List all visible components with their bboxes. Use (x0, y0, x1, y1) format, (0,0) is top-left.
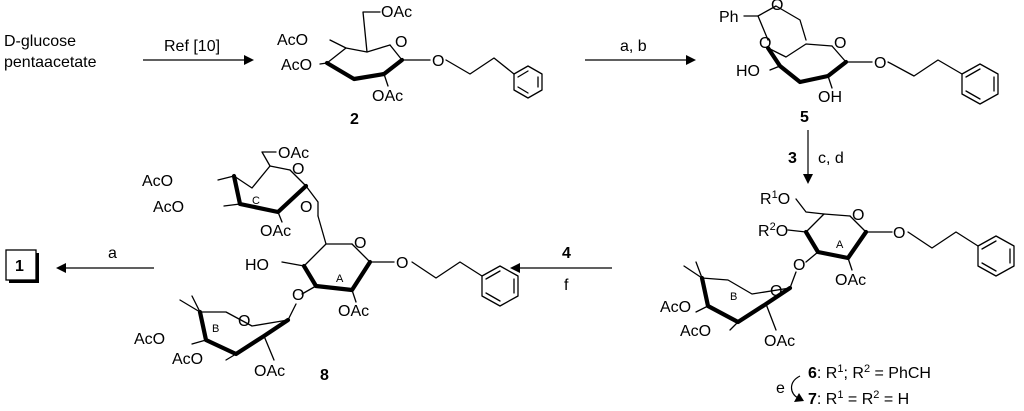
aco-4-b: AcO (134, 331, 165, 348)
oac-6-c: OAc (278, 145, 309, 162)
aco-3: AcO (281, 57, 312, 74)
ring-label-a: A (336, 273, 344, 285)
arrow-e: e (776, 375, 804, 402)
oh-2: OH (818, 89, 842, 106)
o-glycosidic-5: O (874, 55, 886, 72)
arrow-cd: 3 c, d (788, 130, 844, 184)
oac-2-a: OAc (338, 303, 369, 320)
reagent-3: 3 (788, 150, 797, 167)
ring-oxygen-b-6: O (770, 283, 782, 300)
reagent-4: 4 (562, 245, 571, 262)
aco-3-b: AcO (172, 351, 203, 368)
compound-1-number: 1 (15, 258, 24, 275)
arrow-a-label: a (108, 245, 117, 262)
arrow-ref-label: Ref [10] (164, 38, 220, 55)
compound-8: O C OAc AcO AcO OAc O O A HO OAc O O O (134, 145, 519, 384)
arrow-a: a (56, 245, 154, 273)
o-link-6: O (793, 257, 805, 274)
aco-4: AcO (277, 32, 308, 49)
aco-4-b6: AcO (660, 299, 691, 316)
ring-oxygen-c: O (292, 161, 304, 178)
starting-material-label: D-glucose pentaacetate (4, 33, 97, 71)
aco-4-c: AcO (142, 173, 173, 190)
arrow-cd-label: c, d (818, 150, 844, 167)
start-line-2: pentaacetate (4, 54, 97, 71)
compound-7-definition: 7: R1 = R2 = H (808, 389, 909, 408)
r2-group: R2O (758, 221, 788, 240)
acetal-o1: O (771, 0, 783, 14)
arrow-f-label: f (564, 277, 569, 294)
ph-group: Ph (719, 9, 739, 26)
compound-2: O OAc AcO AcO OAc O 2 (277, 4, 543, 128)
oac-2-b6: OAc (764, 333, 795, 350)
arrow-e-label: e (776, 380, 785, 397)
compound-6-7: R1O R2O O A OAc O O O B AcO AcO OA (660, 189, 1015, 350)
o-glycosidic: O (432, 53, 444, 70)
aco-3-b6: AcO (680, 323, 711, 340)
oac-2-b: OAc (254, 363, 285, 380)
r1-group: R1O (760, 189, 790, 208)
compound-1-box: 1 (5, 249, 39, 283)
compound-8-number: 8 (320, 367, 329, 384)
ring-label-b-6: B (730, 291, 737, 303)
ho-4-a: HO (245, 257, 269, 274)
compound-2-number: 2 (350, 111, 359, 128)
compound-6-definition: 6: R1; R2 = PhCH (808, 363, 931, 382)
o-link-ab: O (292, 287, 304, 304)
oac-2: OAc (372, 88, 403, 105)
oac-2-c: OAc (260, 223, 291, 240)
ring-oxygen-a: O (354, 235, 366, 252)
arrow-ref: Ref [10] (143, 38, 254, 65)
ho-3: HO (736, 63, 760, 80)
start-line-1: D-glucose (4, 33, 76, 50)
ring-oxygen-b: O (238, 313, 250, 330)
aco-3-c: AcO (153, 199, 184, 216)
compound-5: Ph O O O HO OH O 5 (719, 0, 999, 126)
arrow-ab-label: a, b (620, 38, 647, 55)
ring-oxygen: O (395, 34, 407, 51)
ring-label-c: C (252, 195, 260, 207)
ring-oxygen-6: O (852, 207, 864, 224)
ring-label-a-6: A (836, 239, 844, 251)
o-glycosidic-8: O (396, 255, 408, 272)
arrow-ab: a, b (585, 38, 696, 65)
oac-6: OAc (381, 4, 412, 21)
o-link-ca: O (300, 199, 312, 216)
ring-oxygen-5: O (834, 35, 846, 52)
oac-2-6: OAc (835, 272, 866, 289)
compound-5-number: 5 (800, 109, 809, 126)
arrow-f: 4 f (510, 245, 612, 294)
ring-label-b: B (212, 323, 219, 335)
o-glycosidic-6: O (893, 225, 905, 242)
